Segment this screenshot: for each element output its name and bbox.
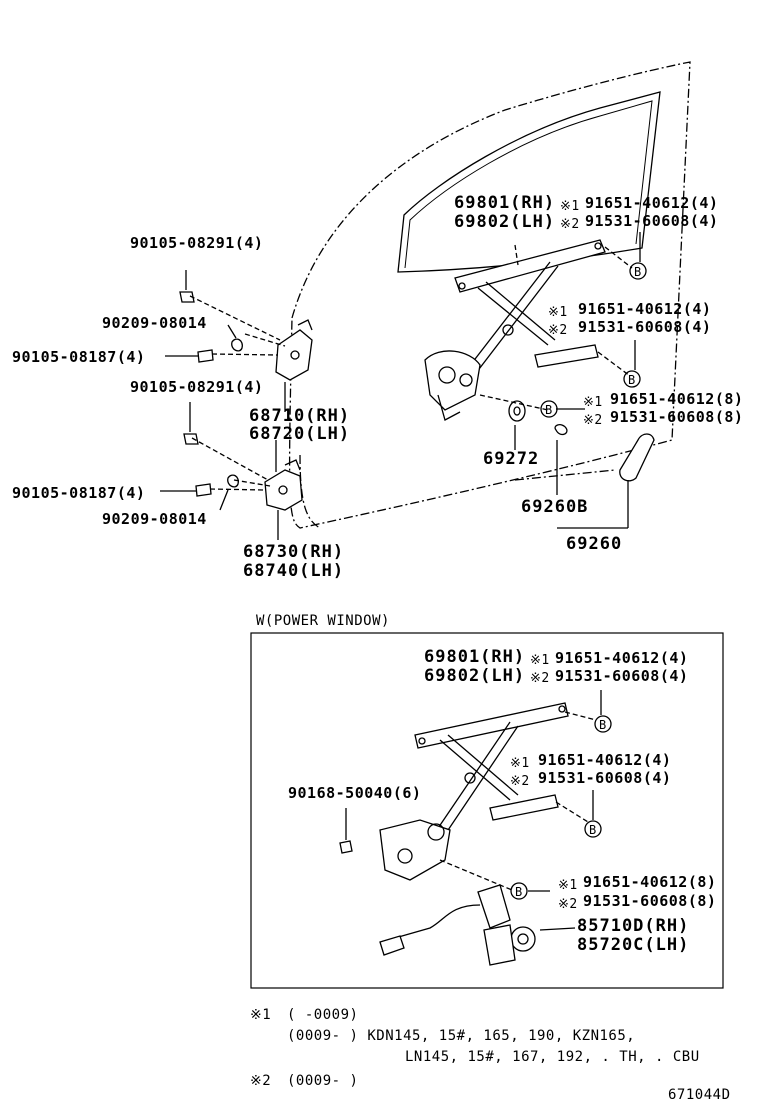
callout-b-1: B xyxy=(634,265,642,279)
mark-2-f: ※2 xyxy=(558,897,578,912)
mark-2-d: ※2 xyxy=(530,671,550,686)
label-69802: 69802(LH) xyxy=(454,212,556,232)
label-69260B: 69260B xyxy=(521,497,589,517)
footnote-1-range: ( -0009) xyxy=(287,1007,359,1023)
label-68720: 68720(LH) xyxy=(249,424,351,444)
mark-2-e: ※2 xyxy=(510,774,530,789)
window-motor xyxy=(379,884,536,966)
label-91651-c: 91651-40612(8) xyxy=(610,390,744,408)
label-91651-b: 91651-40612(4) xyxy=(578,300,712,318)
mark-1-b: ※1 xyxy=(548,305,568,320)
footnote-1-mark: ※1 xyxy=(250,1007,272,1023)
mark-2-c: ※2 xyxy=(583,413,603,428)
label-91531-f: 91531-60608(8) xyxy=(583,892,717,910)
label-69801-pw: 69801(RH) xyxy=(424,647,526,667)
mark-1-f: ※1 xyxy=(558,878,578,893)
label-69802-pw: 69802(LH) xyxy=(424,666,526,686)
lower-hinge xyxy=(264,459,303,511)
label-69801: 69801(RH) xyxy=(454,193,556,213)
label-90105-08291-b: 90105-08291(4) xyxy=(130,378,264,396)
label-68740: 68740(LH) xyxy=(243,561,345,581)
label-85710D: 85710D(RH) xyxy=(577,916,690,936)
label-85720C: 85720C(LH) xyxy=(577,935,690,955)
footnote-1-line3: LN145, 15#, 167, 192, . TH, . CBU xyxy=(405,1049,700,1065)
callout-b-4: B xyxy=(599,718,607,732)
mark-1-a: ※1 xyxy=(560,199,580,214)
label-90209-08014-b: 90209-08014 xyxy=(102,510,207,528)
label-90209-08014-a: 90209-08014 xyxy=(102,314,207,332)
label-91531-c: 91531-60608(8) xyxy=(610,408,744,426)
label-90105-08291-a: 90105-08291(4) xyxy=(130,234,264,252)
mark-1-d: ※1 xyxy=(530,653,550,668)
door-outline xyxy=(288,61,691,529)
footnote-2-range: (0009- ) xyxy=(287,1073,359,1089)
callout-b-2: B xyxy=(628,373,636,387)
window-handle xyxy=(619,433,655,482)
footnote-1-line2: (0009- ) KDN145, 15#, 165, 190, KZN165, xyxy=(287,1028,636,1044)
figure-code: 671044D xyxy=(668,1087,731,1103)
mark-1-c: ※1 xyxy=(583,395,603,410)
callout-b-5: B xyxy=(589,823,597,837)
label-90168: 90168-50040(6) xyxy=(288,784,422,802)
mark-1-e: ※1 xyxy=(510,756,530,771)
mark-2-a: ※2 xyxy=(560,217,580,232)
window-frame xyxy=(397,91,661,273)
label-69272: 69272 xyxy=(483,449,540,469)
callout-b-6: B xyxy=(515,885,523,899)
upper-hinge xyxy=(275,319,313,381)
label-91651-d: 91651-40612(4) xyxy=(555,649,689,667)
mark-2-b: ※2 xyxy=(548,323,568,338)
label-91651-f: 91651-40612(8) xyxy=(583,873,717,891)
label-90105-08187-b: 90105-08187(4) xyxy=(12,484,146,502)
manual-regulator xyxy=(424,239,606,421)
label-68710: 68710(RH) xyxy=(249,406,351,426)
label-91651-a: 91651-40612(4) xyxy=(585,194,719,212)
label-91531-a: 91531-60608(4) xyxy=(585,212,719,230)
power-window-box xyxy=(250,632,724,989)
label-91531-e: 91531-60608(4) xyxy=(538,769,672,787)
label-68730: 68730(RH) xyxy=(243,542,345,562)
label-91531-d: 91531-60608(4) xyxy=(555,667,689,685)
label-90105-08187-a: 90105-08187(4) xyxy=(12,348,146,366)
power-regulator xyxy=(379,702,569,881)
label-91531-b: 91531-60608(4) xyxy=(578,318,712,336)
label-91651-e: 91651-40612(4) xyxy=(538,751,672,769)
power-window-title: W(POWER WINDOW) xyxy=(256,613,390,629)
footnote-2-mark: ※2 xyxy=(250,1073,272,1089)
label-69260: 69260 xyxy=(566,534,623,554)
callout-b-3: B xyxy=(545,403,553,417)
